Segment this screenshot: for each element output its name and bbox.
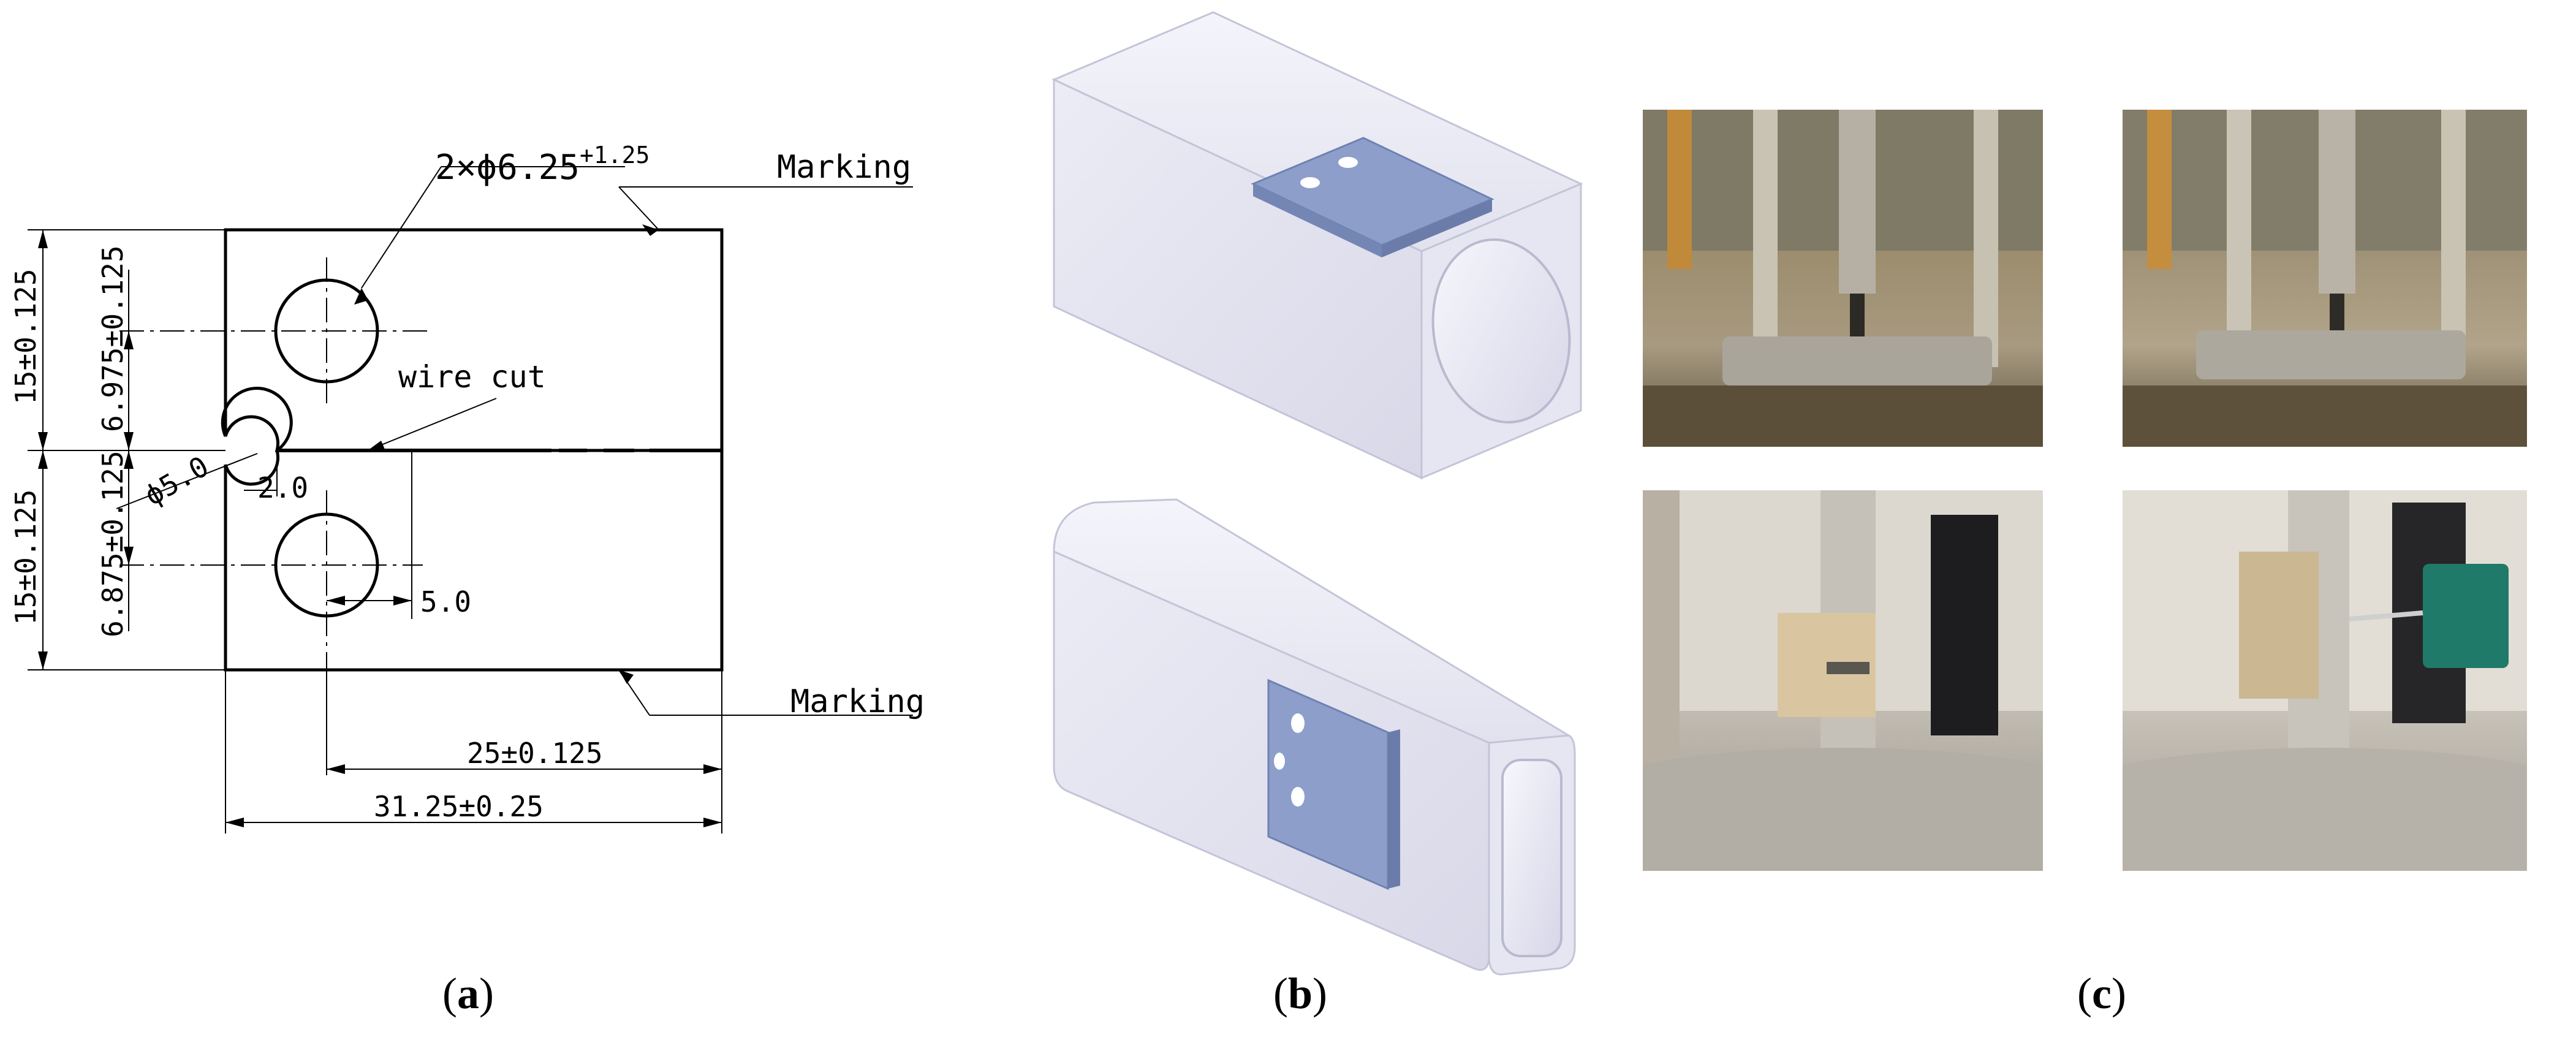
caption-c: (c) xyxy=(2077,969,2126,1018)
dim-notch-depth: 2.0 xyxy=(257,471,308,504)
marking-top-label: Marking xyxy=(777,149,911,186)
dim-width-total: 31.25±0.25 xyxy=(374,790,544,823)
dim-left-bottom: 15±0.125 xyxy=(9,489,42,625)
photo-specimen-grip-bottom-left xyxy=(1643,490,2043,871)
specimen-plate-lower xyxy=(1267,678,1400,890)
dim-width-inner: 25±0.125 xyxy=(467,737,603,770)
dim-hole-bottom: 6.875±0.125 xyxy=(96,450,129,637)
notch xyxy=(221,387,293,452)
tube-rectangular-bore xyxy=(1053,498,1576,976)
wire-cut-label: wire cut xyxy=(398,359,546,395)
marking-bottom-label: Marking xyxy=(790,683,925,720)
technical-drawing: 2×ϕ6.25+1.25 Marking Marking wire cut 15… xyxy=(9,142,925,833)
caption-a: (a) xyxy=(442,969,494,1018)
dim-notch-dia: ϕ5.0 xyxy=(139,449,214,512)
tube-circular-bore xyxy=(1051,11,1583,480)
dim-left-top: 15±0.125 xyxy=(9,268,42,404)
photo-test-setup-top-left xyxy=(1643,110,2043,447)
photo-specimen-extensometer-bottom-right xyxy=(2123,490,2527,871)
caption-b: (b) xyxy=(1273,969,1328,1018)
dim-hole-top: 6.975±0.125 xyxy=(96,245,129,432)
specimen-plate-upper xyxy=(1251,137,1494,257)
photo-test-setup-top-right xyxy=(2123,110,2527,447)
specimen-outline-top xyxy=(224,228,724,452)
dim-hole-offset: 5.0 xyxy=(420,585,471,618)
hole-callout: 2×ϕ6.25+1.25 xyxy=(435,142,650,188)
tube-renderings xyxy=(1051,11,1583,976)
